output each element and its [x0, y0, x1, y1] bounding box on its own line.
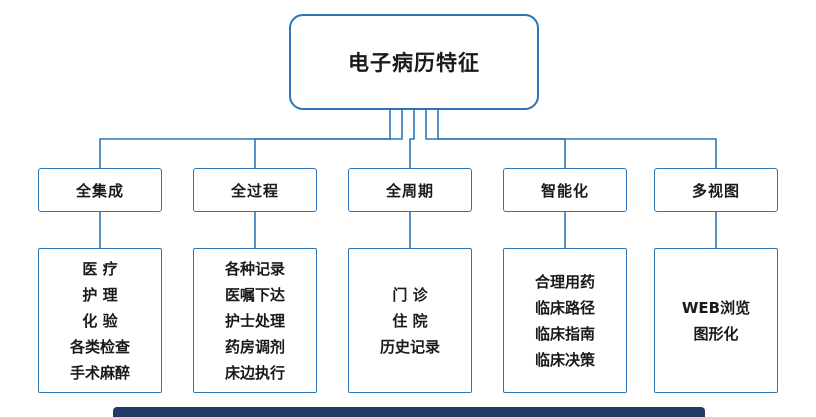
detail-item: 医嘱下达 — [224, 285, 285, 304]
detail-item: WEB浏览 — [681, 298, 751, 317]
connector-root-branch-4 — [425, 110, 566, 168]
branch-node-multi-view: 多视图 — [654, 168, 778, 212]
detail-item: 护士处理 — [224, 311, 285, 330]
branch-node-label: 智能化 — [540, 181, 589, 200]
detail-item: 住 院 — [392, 311, 428, 330]
branch-node-label: 全过程 — [230, 181, 279, 200]
branch-node-label: 多视图 — [691, 181, 740, 200]
connector-root-branch-3 — [409, 110, 415, 168]
detail-node-full-process: 各种记录 医嘱下达 护士处理 药房调剂 床边执行 — [193, 248, 317, 393]
detail-item: 医 疗 — [82, 259, 118, 278]
detail-node-multi-view: WEB浏览 图形化 — [654, 248, 778, 393]
branch-node-label: 全集成 — [75, 181, 124, 200]
connector-root-branch-2 — [254, 110, 403, 168]
detail-item: 临床决策 — [534, 350, 595, 369]
root-node: 电子病历特征 — [289, 14, 539, 110]
detail-item: 图形化 — [693, 324, 739, 343]
detail-item: 化 验 — [82, 311, 118, 330]
detail-node-full-cycle: 门 诊 住 院 历史记录 — [348, 248, 472, 393]
detail-item: 临床指南 — [534, 324, 595, 343]
bottom-bar — [113, 407, 705, 417]
detail-item: 临床路径 — [534, 298, 595, 317]
detail-item: 各类检查 — [69, 337, 130, 356]
connector-root-branch-5 — [437, 110, 717, 168]
detail-node-full-integration: 医 疗 护 理 化 验 各类检查 手术麻醉 — [38, 248, 162, 393]
branch-node-full-process: 全过程 — [193, 168, 317, 212]
branch-node-full-cycle: 全周期 — [348, 168, 472, 212]
detail-item: 床边执行 — [224, 363, 285, 382]
detail-node-intelligent: 合理用药 临床路径 临床指南 临床决策 — [503, 248, 627, 393]
detail-item: 合理用药 — [534, 272, 595, 291]
connector-root-branch-1 — [99, 110, 391, 168]
branch-node-intelligent: 智能化 — [503, 168, 627, 212]
detail-item: 各种记录 — [224, 259, 285, 278]
root-node-label: 电子病历特征 — [348, 51, 480, 75]
detail-item: 手术麻醉 — [69, 363, 130, 382]
detail-item: 护 理 — [82, 285, 118, 304]
detail-item: 门 诊 — [392, 285, 428, 304]
branch-node-label: 全周期 — [385, 181, 434, 200]
detail-item: 历史记录 — [379, 337, 440, 356]
branch-node-full-integration: 全集成 — [38, 168, 162, 212]
detail-item: 药房调剂 — [224, 337, 285, 356]
